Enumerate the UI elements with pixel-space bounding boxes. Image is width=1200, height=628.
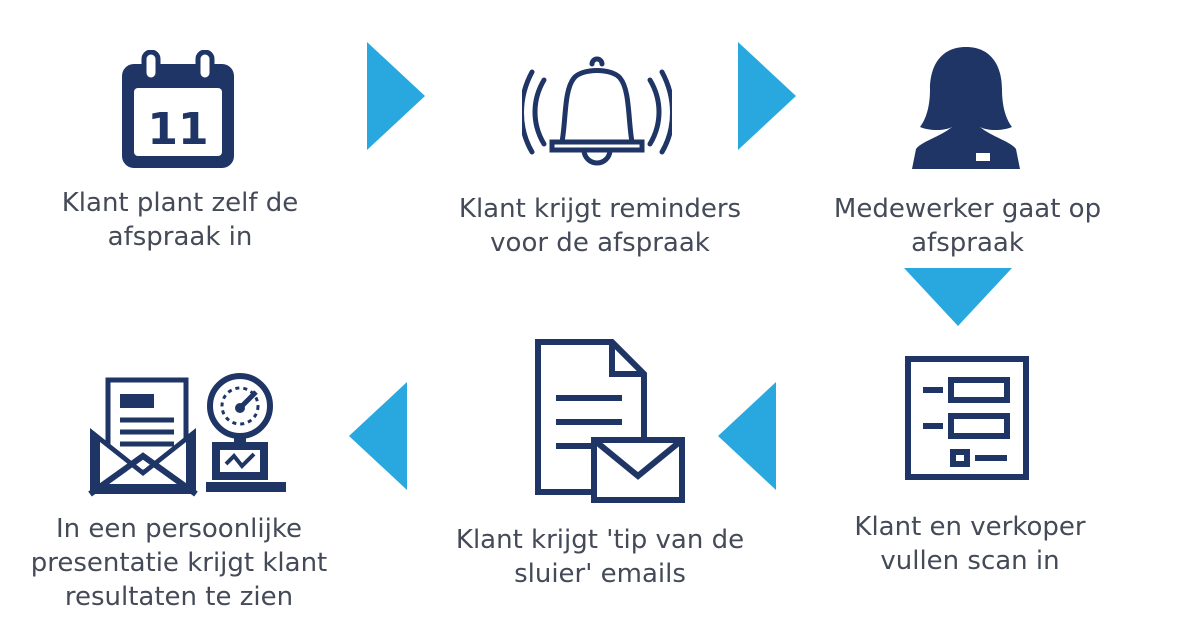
- step-4-label: Klant en verkoper vullen scan in: [854, 512, 1086, 576]
- arrow-left-1: [716, 382, 776, 490]
- employee-icon: [910, 45, 1022, 169]
- document-email-icon: [532, 338, 688, 506]
- arrow-down: [904, 268, 1012, 326]
- step-5-label: Klant krijgt 'tip van de sluier' emails: [455, 525, 745, 589]
- arrow-left-2: [347, 382, 407, 490]
- calendar-icon: 11: [118, 50, 238, 172]
- form-icon: [905, 356, 1029, 480]
- bell-icon: [522, 50, 672, 170]
- calendar-day: 11: [147, 104, 208, 155]
- step-2-label: Klant krijgt reminders voor de afspraak: [458, 194, 742, 258]
- arrow-right-1: [367, 42, 427, 150]
- open-envelope-icon: [88, 377, 198, 497]
- gauge-monitor-icon: [206, 373, 286, 492]
- step-3-label: Medewerker gaat op afspraak: [833, 194, 1102, 258]
- arrow-right-2: [738, 42, 798, 150]
- envelope-gauge-icon: [88, 372, 288, 498]
- step-1-label: Klant plant zelf de afspraak in: [61, 188, 299, 252]
- step-6-label: In een persoonlijke presentatie krijgt k…: [30, 514, 328, 612]
